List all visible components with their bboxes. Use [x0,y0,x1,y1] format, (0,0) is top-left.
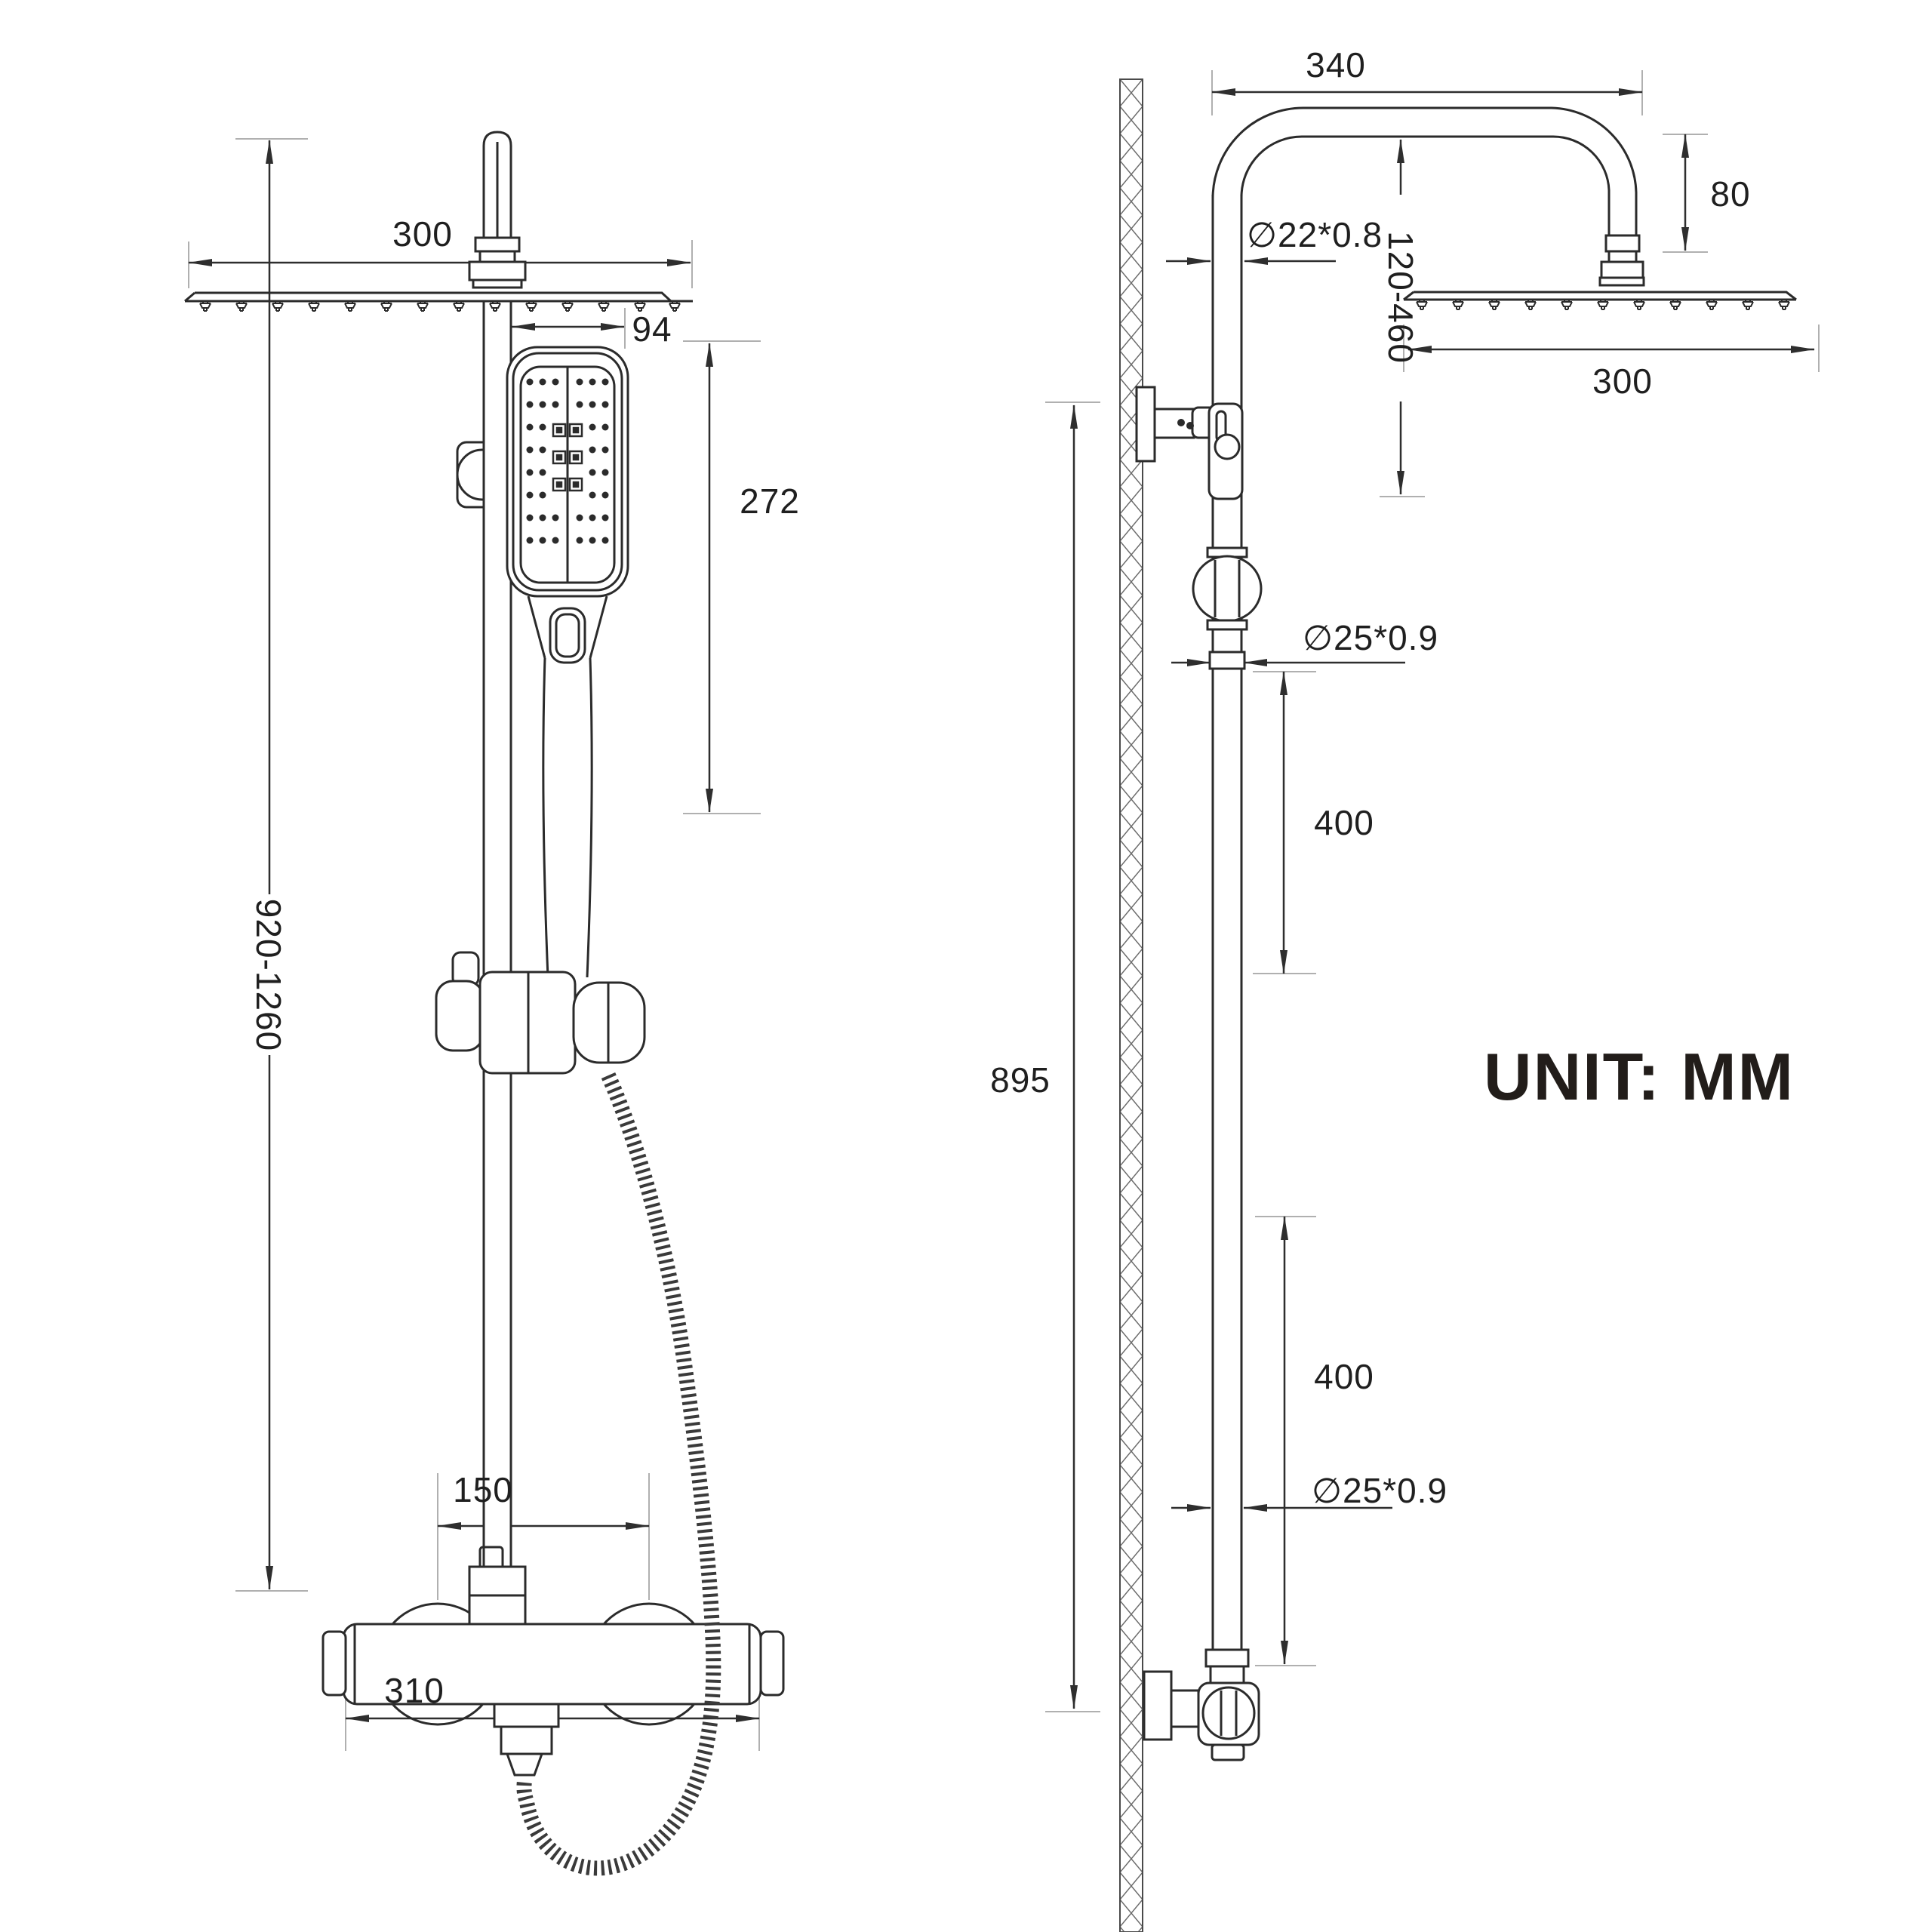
hand-shower-mode-jets [552,423,583,492]
thermostatic-valve [321,1546,785,1777]
dim-label-head-height-range: 120-460 [1381,231,1420,364]
slider-clamp-side [1192,546,1263,631]
shower-hose [516,1072,721,1876]
dim-label-lower-pipe-diameter: ∅25*0.9 [1311,1471,1448,1510]
hose-outlet-nut [493,1703,560,1777]
extension-lines [188,70,1820,1751]
side-view-drawing [1119,78,1797,1932]
rain-shower-head-side [1403,291,1797,311]
wall-bracket [1135,386,1244,500]
riser-pipe [482,131,512,1567]
rain-shower-head-front [184,291,693,312]
hand-shower-handle [542,657,593,978]
dim-label-valve-width: 310 [384,1671,445,1710]
slide-bar-bracket [435,951,646,1075]
dim-label-arm-drop: 80 [1710,174,1751,214]
hand-shower [506,346,629,978]
dim-label-inlet-centers: 150 [453,1470,513,1509]
wall-hatch [1119,78,1143,1932]
dim-label-arm-reach: 340 [1306,45,1366,85]
arm-fittings [1598,234,1645,287]
bottom-valve-side [1143,1648,1260,1761]
dim-label-bar-height: 895 [990,1060,1051,1100]
dim-label-rain-head-width: 300 [392,214,453,254]
dim-label-upper-pipe-diameter: ∅25*0.9 [1302,618,1439,657]
dim-label-arm-pipe-diameter: ∅22*0.8 [1246,215,1383,254]
hand-shower-nozzle-dots [526,378,609,544]
dim-label-lower-pipe-length: 400 [1314,1357,1374,1396]
pipe-joint [1208,651,1246,670]
shower-pipe-side [1211,106,1638,1651]
dim-label-hand-shower-width: 94 [632,309,672,349]
dimension-lines [188,88,1815,1722]
dim-label-upper-pipe-length: 400 [1314,803,1374,842]
riser-top-fittings [468,236,527,289]
unit-note: UNIT: MM [1484,1039,1795,1114]
dim-label-riser-height-range: 920-1260 [249,898,288,1052]
dim-label-hand-shower-height: 272 [740,481,800,521]
dim-label-rain-head-depth: 300 [1592,361,1653,401]
front-view-drawing [184,131,785,1876]
